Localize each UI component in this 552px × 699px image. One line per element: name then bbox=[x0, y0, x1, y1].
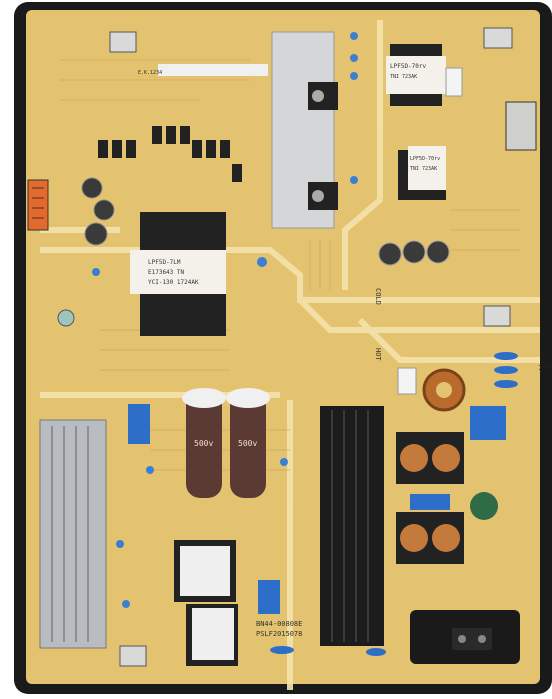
blue-strip bbox=[410, 494, 450, 510]
small-capacitors-left bbox=[81, 177, 115, 246]
white-relays bbox=[174, 540, 238, 666]
hot-label: HOT bbox=[374, 348, 382, 361]
svg-text:YCI-130 1724AK: YCI-130 1724AK bbox=[148, 279, 199, 286]
bulk-capacitor-1: 500v bbox=[186, 392, 222, 498]
svg-text:LPF5D-70rv: LPF5D-70rv bbox=[410, 156, 440, 162]
svg-text:LPF5D-70rv: LPF5D-70rv bbox=[390, 63, 427, 70]
model-label-2: PSLF2015078 bbox=[256, 630, 302, 638]
svg-text:TNI 723AK: TNI 723AK bbox=[390, 74, 417, 80]
white-switch bbox=[397, 367, 417, 395]
svg-text:LPF5D-7LM: LPF5D-7LM bbox=[148, 259, 181, 266]
blue-x-capacitor bbox=[470, 406, 506, 440]
left-aluminum-heatsink bbox=[39, 419, 107, 649]
right-edge-label: 1-5LT bbox=[538, 364, 552, 372]
bulk-capacitor-2: 500v bbox=[230, 392, 266, 498]
transformer-mid: LPF5D-70rv TNI 723AK bbox=[398, 146, 446, 200]
cold-label: COLD bbox=[374, 288, 382, 305]
ceramic-capacitors bbox=[92, 32, 358, 608]
transformer-main: LPF5D-7LM E173643 TN YCI-130 1724AK bbox=[130, 212, 226, 336]
common-mode-chokes bbox=[396, 432, 464, 564]
model-label-1: BN44-00808E bbox=[256, 620, 302, 628]
mounting-clips bbox=[57, 27, 513, 667]
transistor-row bbox=[98, 126, 242, 182]
svg-text:E173643 TN: E173643 TN bbox=[148, 269, 185, 276]
white-resistor-block bbox=[445, 67, 463, 97]
serial-small: E.K.1234 bbox=[138, 70, 162, 76]
svg-text:500v: 500v bbox=[238, 439, 257, 448]
barcode-sticker bbox=[158, 64, 268, 76]
blue-wire-coils bbox=[270, 352, 518, 656]
blue-block-left bbox=[128, 404, 150, 444]
main-black-heatsink bbox=[320, 406, 384, 646]
transformer-top: LPF5D-70rv TNI 723AK bbox=[386, 44, 446, 106]
blue-block-bottom bbox=[258, 580, 280, 614]
right-connector bbox=[505, 101, 537, 151]
svg-text:500v: 500v bbox=[194, 439, 213, 448]
capacitors-row bbox=[378, 240, 450, 266]
power-inlet bbox=[410, 610, 520, 664]
green-varistor bbox=[470, 492, 498, 520]
svg-text:TNI 723AK: TNI 723AK bbox=[410, 166, 437, 172]
